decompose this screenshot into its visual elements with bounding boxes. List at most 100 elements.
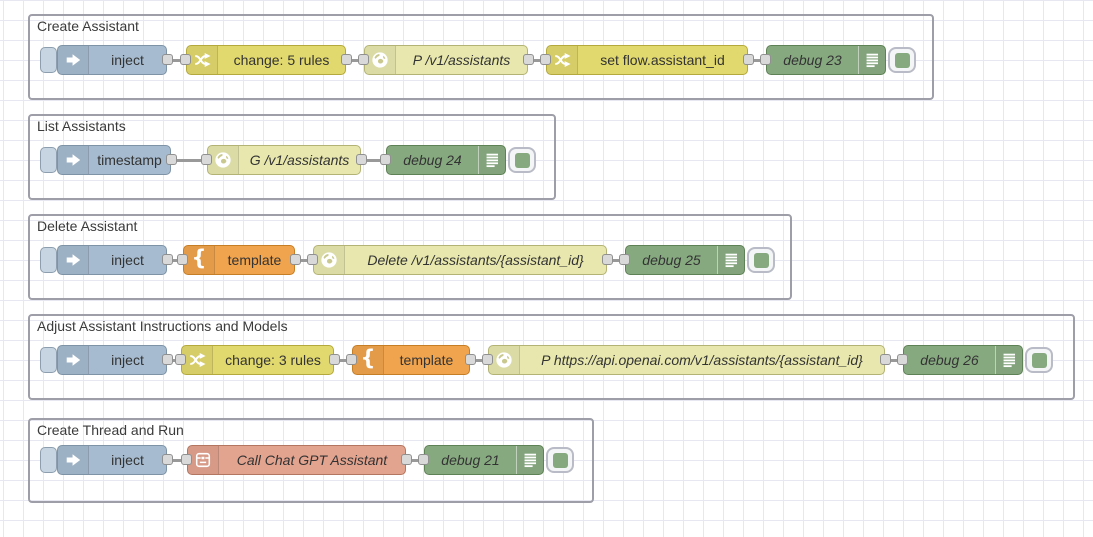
input-port[interactable] [358, 54, 369, 65]
output-port[interactable] [162, 254, 173, 265]
wire[interactable] [745, 58, 769, 62]
input-port[interactable] [346, 354, 357, 365]
shuffle-icon [187, 46, 218, 74]
debug-toggle-button[interactable] [888, 47, 916, 73]
wire[interactable] [168, 158, 210, 162]
http-request-node[interactable]: G /v1/assistants [201, 145, 367, 175]
debug-list-icon [858, 46, 885, 74]
node-label: inject [111, 452, 144, 468]
wire[interactable] [525, 58, 549, 62]
input-port[interactable] [418, 454, 429, 465]
wire[interactable] [164, 58, 189, 62]
inject-node[interactable]: inject [40, 45, 173, 75]
input-port[interactable] [540, 54, 551, 65]
inject-node[interactable]: inject [40, 445, 173, 475]
input-port[interactable] [380, 154, 391, 165]
inject-arrow-icon [58, 146, 89, 174]
wire[interactable] [164, 258, 186, 262]
node-label: debug 24 [403, 152, 462, 168]
debug-node[interactable]: debug 24 [380, 145, 536, 175]
debug-toggle-button[interactable] [1025, 347, 1053, 373]
node-label: debug 21 [441, 452, 500, 468]
node-label: debug 25 [642, 252, 701, 268]
group-label: Create Thread and Run [37, 422, 184, 438]
debug-toggle-button[interactable] [546, 447, 574, 473]
flow-group[interactable]: Adjust Assistant Instructions and Models [28, 314, 1075, 400]
http-request-node[interactable]: P https://api.openai.com/v1/assistants/{… [482, 345, 891, 375]
input-port[interactable] [760, 54, 771, 65]
globe-icon [489, 346, 520, 374]
flow-group[interactable]: Create Thread and Run [28, 418, 594, 503]
output-port[interactable] [401, 454, 412, 465]
node-label: timestamp [97, 152, 162, 168]
inject-arrow-icon [58, 346, 89, 374]
inject-arrow-icon [58, 46, 89, 74]
flow-group[interactable]: Delete Assistant [28, 214, 792, 300]
input-port[interactable] [619, 254, 630, 265]
debug-node[interactable]: debug 23 [760, 45, 916, 75]
inject-arrow-icon [58, 446, 89, 474]
output-port[interactable] [162, 354, 173, 365]
input-port[interactable] [307, 254, 318, 265]
input-port[interactable] [482, 354, 493, 365]
shuffle-icon [547, 46, 578, 74]
inject-trigger-button[interactable] [40, 247, 57, 273]
inject-trigger-button[interactable] [40, 447, 57, 473]
output-port[interactable] [356, 154, 367, 165]
wire[interactable] [467, 358, 491, 362]
node-label: Call Chat GPT Assistant [236, 452, 388, 468]
output-port[interactable] [329, 354, 340, 365]
flow-group[interactable]: Create Assistant [28, 14, 934, 100]
template-node[interactable]: {template [177, 245, 301, 275]
template-node[interactable]: {template [346, 345, 476, 375]
output-port[interactable] [523, 54, 534, 65]
output-port[interactable] [290, 254, 301, 265]
output-port[interactable] [880, 354, 891, 365]
inject-trigger-button[interactable] [40, 347, 57, 373]
output-port[interactable] [162, 54, 173, 65]
wire[interactable] [604, 258, 628, 262]
inject-trigger-button[interactable] [40, 147, 57, 173]
input-port[interactable] [180, 54, 191, 65]
wire[interactable] [343, 58, 367, 62]
http-request-node[interactable]: P /v1/assistants [358, 45, 534, 75]
input-port[interactable] [175, 354, 186, 365]
output-port[interactable] [602, 254, 613, 265]
input-port[interactable] [177, 254, 188, 265]
debug-node[interactable]: debug 26 [897, 345, 1053, 375]
wire[interactable] [164, 358, 184, 362]
output-port[interactable] [162, 454, 173, 465]
node-label: inject [111, 52, 144, 68]
inject-node[interactable]: inject [40, 345, 173, 375]
input-port[interactable] [181, 454, 192, 465]
inject-trigger-button[interactable] [40, 47, 57, 73]
debug-node[interactable]: debug 25 [619, 245, 775, 275]
wire[interactable] [292, 258, 316, 262]
output-port[interactable] [465, 354, 476, 365]
output-port[interactable] [743, 54, 754, 65]
debug-toggle-button[interactable] [747, 247, 775, 273]
wire[interactable] [882, 358, 906, 362]
wire[interactable] [331, 358, 355, 362]
node-label: Delete /v1/assistants/{assistant_id} [367, 252, 584, 268]
output-port[interactable] [166, 154, 177, 165]
inject-node[interactable]: timestamp [40, 145, 177, 175]
group-label: List Assistants [37, 118, 126, 134]
flow-group[interactable]: List Assistants [28, 114, 556, 200]
wire[interactable] [164, 458, 190, 462]
wire[interactable] [403, 458, 427, 462]
inject-node[interactable]: inject [40, 245, 173, 275]
output-port[interactable] [341, 54, 352, 65]
change-node[interactable]: change: 5 rules [180, 45, 352, 75]
wire[interactable] [358, 158, 389, 162]
change-node[interactable]: change: 3 rules [175, 345, 340, 375]
input-port[interactable] [897, 354, 908, 365]
group-label: Adjust Assistant Instructions and Models [37, 318, 288, 334]
debug-node[interactable]: debug 21 [418, 445, 574, 475]
change-node[interactable]: set flow.assistant_id [540, 45, 754, 75]
http-request-node[interactable]: Delete /v1/assistants/{assistant_id} [307, 245, 613, 275]
debug-toggle-button[interactable] [508, 147, 536, 173]
subflow-node[interactable]: Call Chat GPT Assistant [181, 445, 412, 475]
input-port[interactable] [201, 154, 212, 165]
